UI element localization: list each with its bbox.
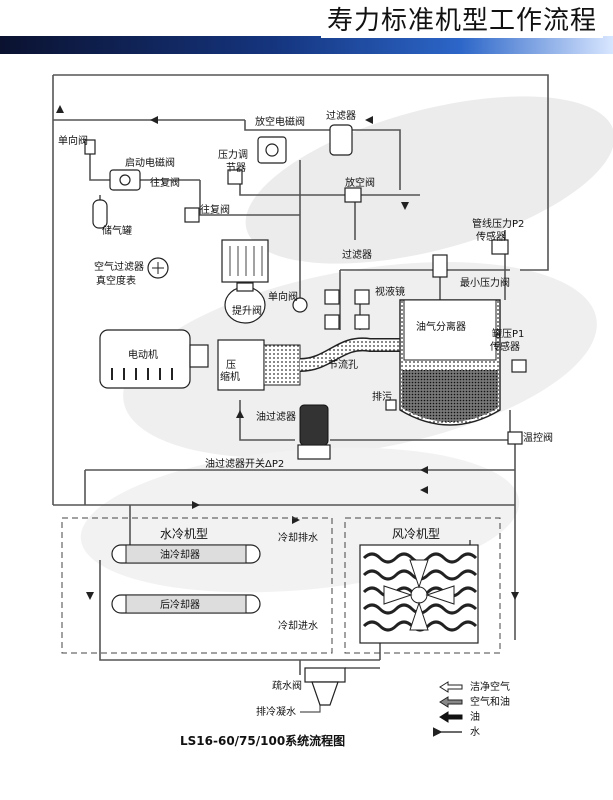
label-air-filter-1: 空气过滤器 [94,260,144,273]
arrow-icon [86,592,94,600]
tank-pressure-sensor [511,359,527,373]
arrow-icon [420,486,428,494]
storage-tank [92,199,108,229]
label-oil-filter: 油过滤器 [256,410,296,423]
legend-item-label: 洁净空气 [470,680,510,693]
oil-filter [297,404,331,460]
label-shuttle-2: 往复阀 [200,203,230,216]
legend-item-label: 空气和油 [470,695,510,708]
discharge-pipe [299,337,405,372]
drain-trap [304,667,346,706]
arrow-icon [511,592,519,600]
label-tank-pressure-2: 传感器 [490,340,520,353]
flow-arrows [56,105,519,600]
label-filter-mid: 过滤器 [342,248,372,261]
labels: 单向阀 放空电磁阀 过滤器 启动电磁阀 压力调 节器 往复阀 往复阀 放空阀 储… [58,109,553,718]
air-filter-gauge [147,257,169,279]
pressure-regulator [227,169,243,185]
filter-mid [324,289,370,330]
label-lift-valve: 提升阀 [232,304,262,317]
arrow-icon [365,116,373,124]
intake-housing [221,239,269,283]
label-sight-glass: 视液镜 [375,285,405,298]
label-pressure-reg-1: 压力调 [218,148,248,161]
label-shuttle-1: 往复阀 [150,176,180,189]
thermal-valve [507,431,523,445]
arrow-icon [420,466,428,474]
label-min-pressure: 最小压力阀 [460,276,510,289]
header: 寿力标准机型工作流程 [0,0,613,60]
label-motor: 电动机 [128,348,158,361]
filter-top [329,124,353,156]
compressor [217,339,301,391]
label-drain: 排污 [372,390,392,403]
drain [385,399,397,411]
vent-solenoid [257,136,287,164]
check-valve-top [84,139,96,155]
solid-arrow-icon [439,711,463,723]
label-line-pressure-2: 传感器 [476,230,506,243]
arrow-icon [150,116,158,124]
label-compressor-1: 压 [226,359,236,371]
label-storage-tank: 储气罐 [102,224,132,237]
arrow-icon [56,105,64,113]
legend-item-label: 水 [470,726,480,738]
label-orifice: 节流孔 [328,358,358,371]
arrow-icon [401,202,409,210]
open-arrow-icon [439,681,463,693]
label-thermal-valve: 温控阀 [523,431,553,444]
label-check-valve-top: 单向阀 [58,134,88,147]
label-check-valve-mid: 单向阀 [268,290,298,303]
label-water-cooled: 水冷机型 [160,527,208,541]
shuttle-valve [184,207,200,223]
header-bar [0,36,613,54]
diagram-caption: LS16-60/75/100系统流程图 [180,733,345,748]
page-title: 寿力标准机型工作流程 [320,4,603,38]
fan-icon [383,559,455,631]
start-solenoid [109,169,141,191]
label-pressure-reg-2: 节器 [226,162,246,174]
label-compressor-2: 缩机 [220,370,240,383]
label-condensate: 排冷凝水 [256,705,296,718]
label-vent-solenoid: 放空电磁阀 [255,115,305,128]
label-line-pressure-1: 管线压力P2 [472,217,524,230]
label-oil-separator: 油气分离器 [416,320,466,333]
check-valve-mid [292,297,308,313]
legend-item-label: 油 [470,710,480,723]
lift-valve [224,282,266,324]
label-air-filter-2: 真空度表 [96,274,136,287]
label-cooling-water-out: 冷却排水 [278,531,318,544]
label-vent-valve: 放空阀 [345,176,375,189]
label-after-cooler: 后冷却器 [160,598,200,611]
half-arrow-icon [439,696,463,708]
air-cooled-group [344,517,501,654]
label-tank-pressure-1: 罐压P1 [492,327,524,340]
label-oil-cooler: 油冷却器 [160,548,200,561]
arrow-icon [236,410,244,418]
label-drain-valve: 疏水阀 [272,679,302,692]
arrow-icon [192,501,200,509]
min-pressure-valve [432,254,448,278]
motor [99,329,209,389]
label-filter-top: 过滤器 [326,109,356,122]
oil-separator [399,299,501,426]
label-cooling-water-in: 冷却进水 [278,619,318,632]
water-cooled-group [61,517,333,654]
label-start-solenoid: 启动电磁阀 [125,156,175,169]
vent-valve [344,187,362,203]
line-pressure-sensor [491,239,509,255]
label-air-cooled: 风冷机型 [392,527,440,541]
legend-icons [432,681,463,737]
legend: 洁净空气 空气和油 油 水 [470,680,510,738]
label-oil-filter-switch: 油过滤器开关ΔP2 [205,457,284,470]
